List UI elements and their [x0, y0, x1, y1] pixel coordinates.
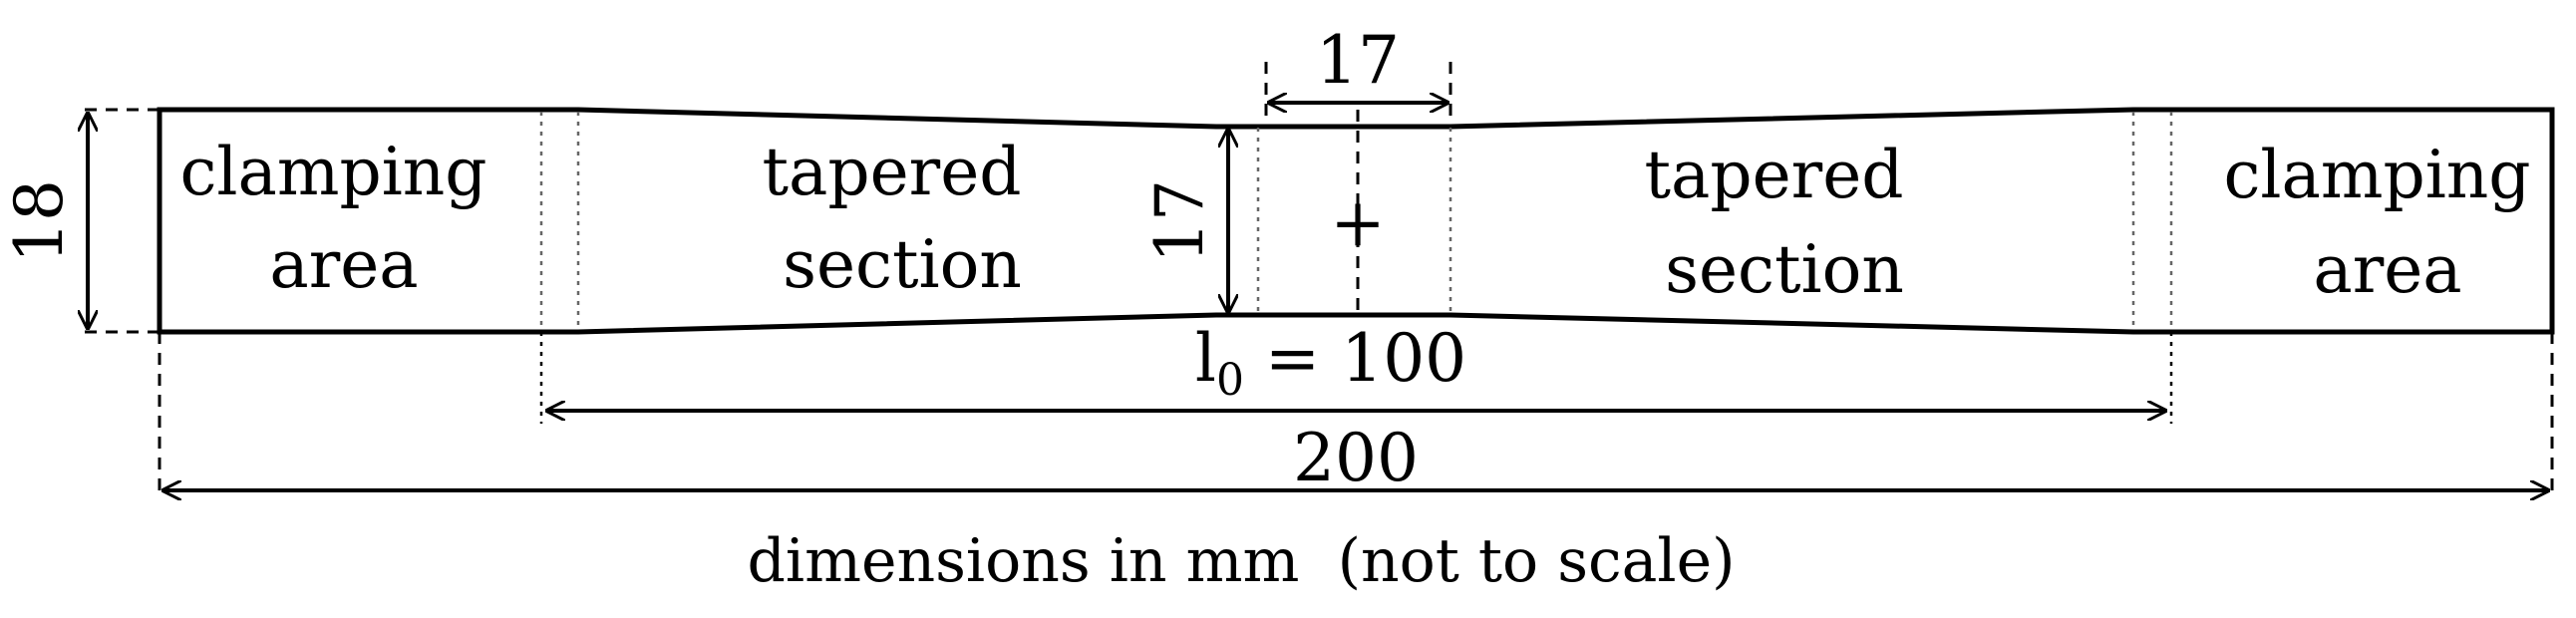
l0-label: l0 = 100 — [1195, 320, 1466, 406]
l0-dimension: l0 = 100 — [539, 320, 2173, 424]
section-boundaries — [539, 112, 2173, 330]
left-clamp-label-line1: clamping — [179, 134, 486, 210]
left-taper-label-line1: tapered — [762, 134, 1021, 210]
total-length-dimension: 200 — [158, 332, 2554, 496]
right-clamp-label-line1: clamping — [2223, 137, 2530, 213]
gauge-width-value: 17 — [1141, 179, 1218, 263]
gauge-width-dimension: 17 — [1141, 129, 1228, 313]
l0-symbol: l — [1195, 320, 1216, 397]
grip-width-dimension: 18 — [1, 108, 160, 334]
right-taper-label-line1: tapered — [1644, 137, 1903, 213]
right-taper-label-line2: section — [1665, 231, 1904, 308]
gauge-length-value: 17 — [1316, 22, 1400, 99]
l0-subscript: 0 — [1216, 355, 1244, 406]
left-clamp-label: clamping area — [179, 134, 507, 303]
l0-value: = 100 — [1244, 320, 1466, 397]
left-taper-label: tapered section — [762, 134, 1042, 303]
left-taper-label-line2: section — [783, 226, 1022, 303]
right-taper-label: tapered section — [1644, 137, 1924, 308]
units-note: dimensions in mm (not to scale) — [747, 526, 1735, 596]
right-clamp-label-line2: area — [2313, 231, 2461, 308]
right-clamp-label: clamping area — [2223, 137, 2551, 308]
left-clamp-label-line2: area — [269, 226, 418, 303]
gauge-length-dimension: 17 — [1264, 22, 1452, 127]
center-mark: + — [1330, 184, 1385, 261]
total-length-value: 200 — [1293, 420, 1419, 496]
grip-width-value: 18 — [1, 179, 78, 263]
